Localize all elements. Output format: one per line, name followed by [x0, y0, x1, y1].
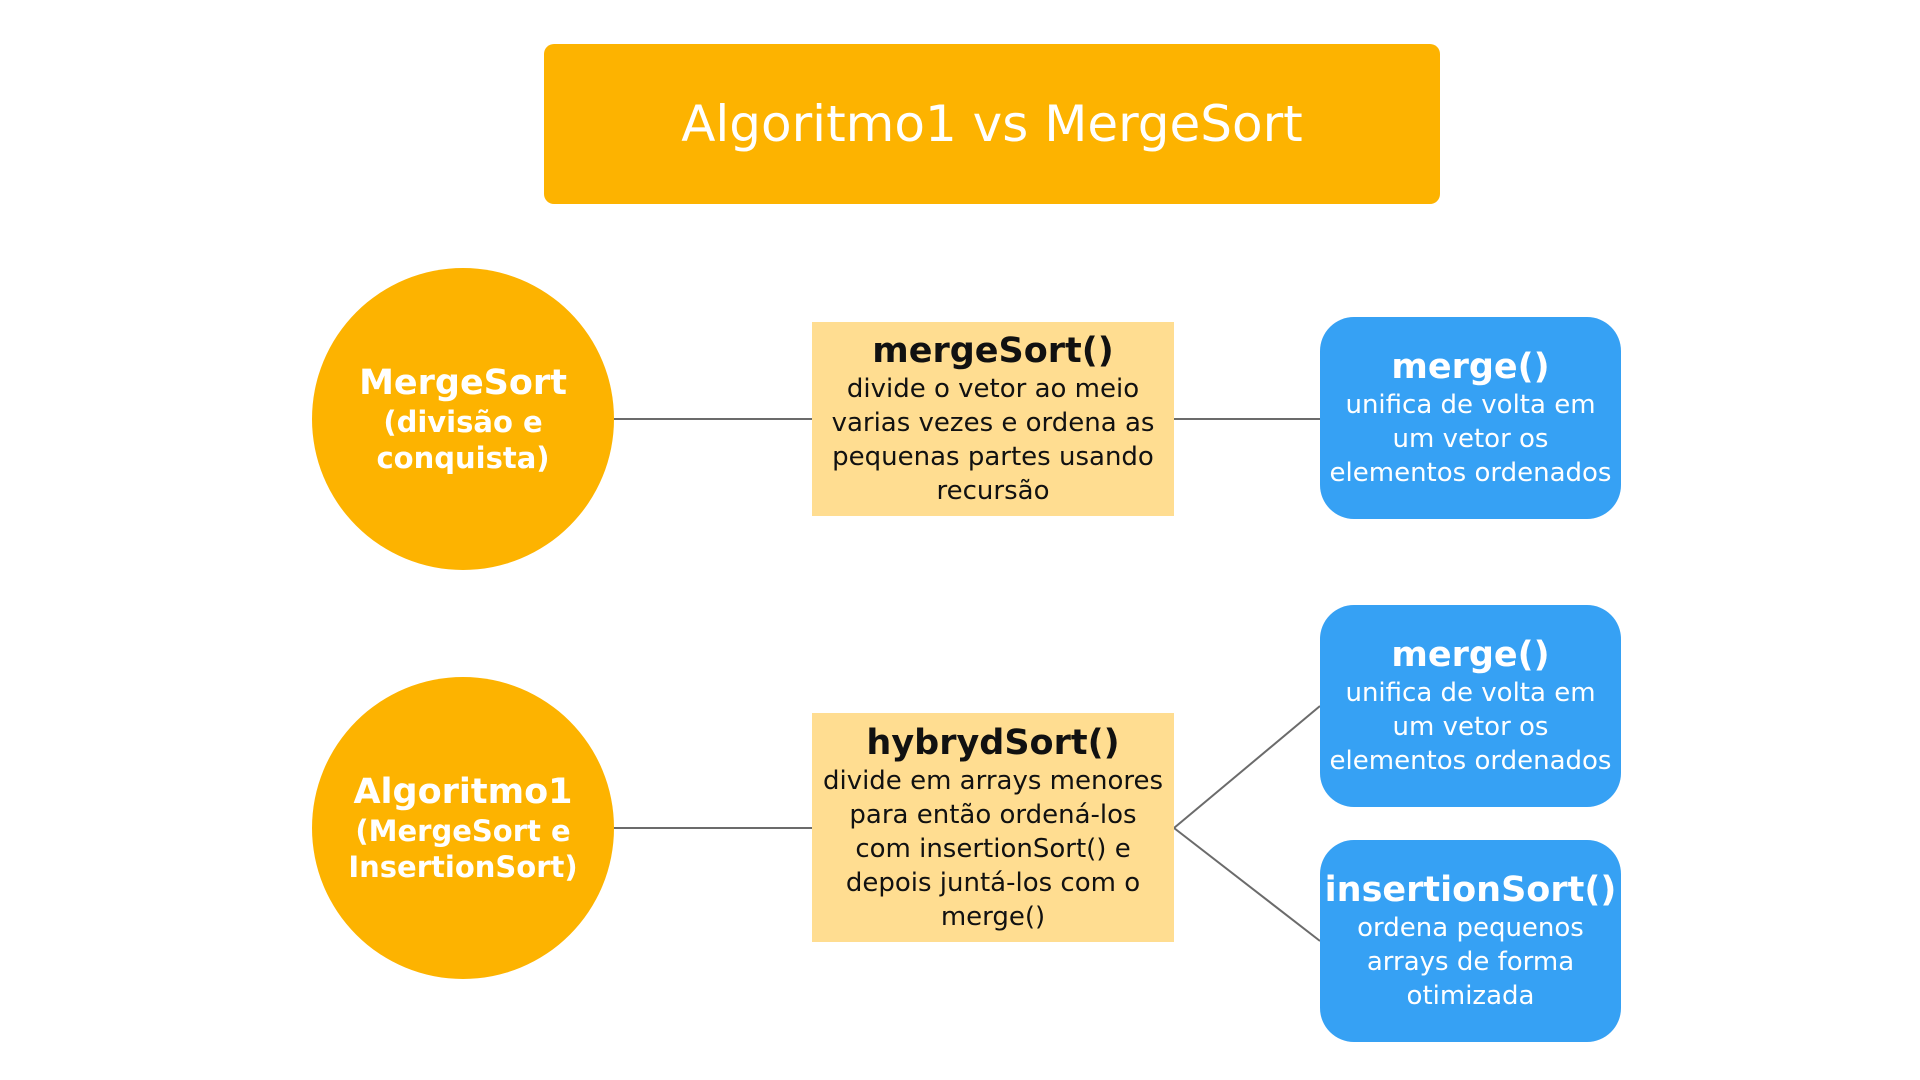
merge-title-row2: merge(): [1391, 635, 1550, 675]
algoritmo1-node-title: Algoritmo1: [353, 772, 573, 812]
insertionsort-description: ordena pequenos arrays de forma otimizad…: [1357, 913, 1584, 1011]
hybrydsort-function-title: hybrydSort(): [866, 722, 1120, 763]
connector-hybrydsort-to-merge: [1173, 705, 1321, 829]
insertionsort-box: insertionSort() ordena pequenos arrays d…: [1320, 840, 1621, 1042]
algoritmo1-node-subtitle: (MergeSort e InsertionSort): [348, 814, 578, 884]
hybrydsort-function-description: divide em arrays menores para então orde…: [822, 765, 1164, 932]
mergesort-node-subtitle: (divisão e conquista): [376, 405, 550, 475]
insertionsort-title: insertionSort(): [1324, 870, 1617, 910]
mergesort-node: MergeSort (divisão e conquista): [312, 268, 614, 570]
title-banner: Algoritmo1 vs MergeSort: [544, 44, 1440, 204]
mergesort-function-title: mergeSort(): [872, 331, 1114, 371]
merge-description-row2: unifica de volta em um vetor os elemento…: [1329, 678, 1612, 776]
hybrydsort-function-box: hybrydSort() divide em arrays menores pa…: [812, 713, 1174, 942]
merge-box-row1: merge() unifica de volta em um vetor os …: [1320, 317, 1621, 519]
mergesort-function-description: divide o vetor ao meio varias vezes e or…: [831, 374, 1155, 506]
page-title: Algoritmo1 vs MergeSort: [681, 95, 1303, 153]
connector-hybrydsort-to-insertionsort: [1173, 827, 1321, 942]
merge-title-row1: merge(): [1391, 347, 1550, 387]
algoritmo1-node: Algoritmo1 (MergeSort e InsertionSort): [312, 677, 614, 979]
merge-description-row1: unifica de volta em um vetor os elemento…: [1329, 390, 1612, 488]
mergesort-function-box: mergeSort() divide o vetor ao meio varia…: [812, 322, 1174, 516]
mergesort-node-title: MergeSort: [359, 363, 567, 403]
merge-box-row2: merge() unifica de volta em um vetor os …: [1320, 605, 1621, 807]
